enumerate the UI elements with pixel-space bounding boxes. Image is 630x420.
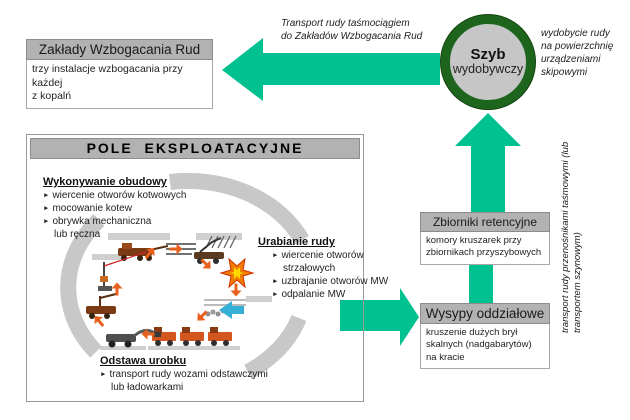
bullet-item: transport rudy wozami odstawczymi lub ła… [100, 368, 330, 394]
ore-mining-block: Urabianie rudy wiercenie otworów strzało… [258, 236, 400, 301]
bullet-item: odpalanie MW [272, 288, 400, 301]
retention-bunkers-box: Zbiorniki retencyjne komory kruszarek pr… [420, 212, 550, 265]
shaft-note: wydobycie rudy na powierzchnię urządzeni… [541, 28, 614, 78]
enrichment-plants-title: Zakłady Wzbogacania Rud [26, 39, 213, 60]
ore-mining-heading: Urabianie rudy [258, 236, 336, 248]
district-dumps-body: kruszenie dużych brył skalnych (nadgabar… [420, 324, 550, 370]
blue-arrow-icon [219, 301, 244, 319]
haulage-heading: Odstawa urobku [100, 355, 187, 367]
support-works-list: wiercenie otworów kotwowychmocowanie kot… [43, 189, 243, 241]
bullet-item: obrywka mechaniczna lub ręczna [43, 215, 243, 241]
enrichment-plants-body: trzy instalacje wzbogacania przy każdej … [26, 60, 213, 109]
conveyor-transport-note: transport rudy przenośnikami taśmowymi (… [560, 141, 583, 333]
connector-dump-to-retention [469, 258, 493, 304]
arrow-up-to-shaft [455, 113, 521, 212]
bullet-item: mocowanie kotew [43, 202, 243, 215]
enrichment-plants-box: Zakłady Wzbogacania Rud trzy instalacje … [26, 39, 213, 109]
exploitation-field-box: POLE EKSPLOATACYJNE [26, 134, 364, 402]
support-works-block: Wykonywanie obudowy wiercenie otworów ko… [43, 176, 243, 241]
bullet-item: wiercenie otworów kotwowych [43, 189, 243, 202]
retention-bunkers-title: Zbiorniki retencyjne [420, 212, 550, 232]
arrow-field-to-dump [340, 288, 419, 346]
ore-mining-list: wiercenie otworów strzałowychuzbrajanie … [272, 249, 400, 301]
support-works-heading: Wykonywanie obudowy [43, 176, 167, 188]
district-dumps-box: Wysypy oddziałowe kruszenie dużych brył … [420, 303, 550, 370]
shaft-title: Szyb [470, 45, 506, 63]
bullet-item: wiercenie otworów strzałowych [272, 249, 400, 275]
haulage-list: transport rudy wozami odstawczymi lub ła… [100, 368, 330, 394]
mining-shaft-circle: Szyb wydobywczy [441, 15, 535, 109]
retention-bunkers-body: komory kruszarek przy zbiornikach przysz… [420, 232, 550, 265]
haulage-block: Odstawa urobku transport rudy wozami ods… [100, 355, 330, 394]
exploitation-field-title: POLE EKSPLOATACYJNE [30, 138, 360, 159]
side-drill-icon [86, 293, 117, 319]
belt-transport-note: Transport rudy taśmociągiem do Zakładów … [281, 18, 423, 42]
arrow-to-enrichment [222, 38, 440, 101]
cycle-arrows [94, 243, 242, 340]
bullet-item: uzbrajanie otworów MW [272, 275, 400, 288]
shaft-subtitle: wydobywczy [452, 62, 524, 77]
district-dumps-title: Wysypy oddziałowe [420, 303, 550, 324]
bolting-mast-icon [98, 251, 147, 291]
explosion-icon [219, 257, 255, 289]
